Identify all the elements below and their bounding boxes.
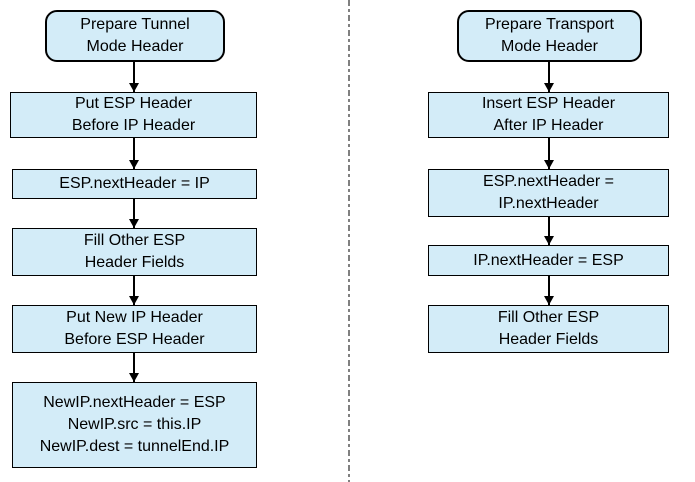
flow-arrow <box>544 62 554 92</box>
flow-arrow <box>129 353 139 382</box>
node-fill-other-esp-header-fields-left: Fill Other ESP Header Fields <box>12 228 257 276</box>
node-esp-nextheader-equals-ip: ESP.nextHeader = IP <box>12 169 257 199</box>
flow-arrow <box>544 217 554 245</box>
node-put-esp-header-before-ip-header: Put ESP Header Before IP Header <box>10 92 257 138</box>
flow-arrow <box>129 199 139 228</box>
flow-arrow <box>544 276 554 305</box>
node-ip-nextheader-equals-esp: IP.nextHeader = ESP <box>428 245 669 276</box>
node-newip-assignments: NewIP.nextHeader = ESP NewIP.src = this.… <box>12 382 257 468</box>
divider <box>348 0 350 482</box>
node-put-new-ip-header-before-esp-header: Put New IP Header Before ESP Header <box>12 305 257 353</box>
node-fill-other-esp-header-fields-right: Fill Other ESP Header Fields <box>428 305 669 353</box>
flow-arrow <box>129 62 139 92</box>
node-prepare-tunnel-mode-header: Prepare Tunnel Mode Header <box>45 10 225 62</box>
node-insert-esp-header-after-ip-header: Insert ESP Header After IP Header <box>428 92 669 138</box>
flow-arrow <box>129 276 139 305</box>
flow-arrow <box>544 138 554 169</box>
node-prepare-transport-mode-header: Prepare Transport Mode Header <box>457 10 642 62</box>
node-esp-nextheader-equals-ip-nextheader: ESP.nextHeader = IP.nextHeader <box>428 169 669 217</box>
flow-arrow <box>129 138 139 169</box>
